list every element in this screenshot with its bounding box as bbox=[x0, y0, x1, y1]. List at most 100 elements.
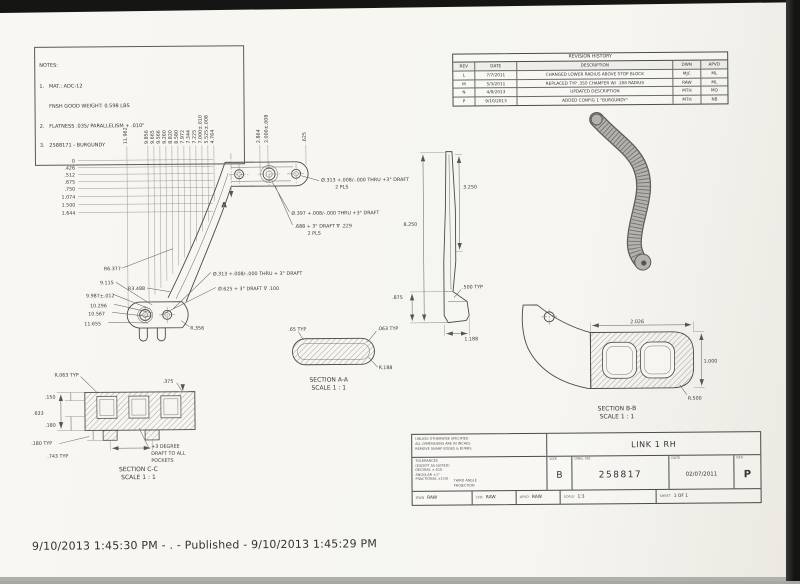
checked-label: CHK bbox=[476, 495, 483, 500]
rev-cell-rev: P bbox=[453, 98, 475, 106]
dim-label: .675 bbox=[64, 180, 75, 186]
note-line: 3. 2588171 - BURGUNDY bbox=[40, 142, 240, 150]
dim-label: 2.000±.008 bbox=[264, 115, 270, 143]
side-profile-inner-lines bbox=[443, 154, 467, 301]
scale-cell: SCALE 1:3 bbox=[561, 490, 657, 504]
revision-history-grid: REV DATE DESCRIPTION DWN APVD L 7/7/2011… bbox=[453, 60, 727, 105]
ordinate-extension-lines-top bbox=[127, 145, 307, 310]
side-profile-outline bbox=[443, 151, 469, 322]
dim-label: R.188 bbox=[379, 365, 393, 371]
rev-value: P bbox=[734, 460, 760, 488]
dim-label: 1.644 bbox=[62, 211, 76, 217]
part-diagonal-outline bbox=[167, 162, 232, 301]
callout-label: Ø.313 +.008/-.000 THRU +3° DRAFT bbox=[321, 176, 409, 184]
dwg-no-value: 258817 bbox=[572, 461, 668, 490]
size-value: B bbox=[547, 462, 571, 490]
section-c-tab-left bbox=[103, 430, 117, 440]
rev-cell-dwn: MTH bbox=[673, 87, 701, 96]
part-foot-hooks bbox=[139, 328, 165, 341]
checked-cell: CHK RAW bbox=[473, 491, 517, 504]
dim-label: 1.188 bbox=[464, 336, 478, 342]
callout-label: 11.655 bbox=[84, 321, 101, 327]
checked-value: RAW bbox=[486, 495, 496, 500]
sheet-value: 1 OF 1 bbox=[674, 494, 688, 499]
dim-label: .180 TYP bbox=[31, 441, 52, 447]
rev-cell-date: 5/3/2011 bbox=[475, 80, 517, 89]
rev-col-header: DWN bbox=[673, 61, 701, 70]
notes-box: NOTES: 1. MAT.: ADC-12 FNSH GOOD WEIGHT:… bbox=[34, 45, 245, 166]
dim-label: 1.074 bbox=[62, 195, 76, 201]
dim-label: .150 bbox=[45, 395, 56, 401]
callout-label: R.356 bbox=[190, 326, 204, 332]
dim-line-8250 bbox=[423, 155, 424, 321]
print-footer: 9/10/2013 1:45:30 PM - . - Published - 9… bbox=[32, 537, 377, 553]
dim-label: 1.500 bbox=[62, 203, 76, 209]
rev-cell-apvd: MO bbox=[701, 87, 727, 96]
draft-note-line: POCKETS bbox=[151, 458, 173, 464]
title-block: UNLESS OTHERWISE SPECIFIED ALL DIMENSION… bbox=[411, 431, 762, 506]
dim-label: .625 bbox=[302, 132, 308, 143]
ordinate-extension-lines-left bbox=[78, 159, 213, 212]
drawing-title: LINK 1 RH bbox=[547, 432, 760, 456]
dim-label: .180 bbox=[45, 423, 56, 429]
revision-history-table: REVISION HISTORY REV DATE DESCRIPTION DW… bbox=[452, 51, 728, 106]
rev-cell-dwn: MJC bbox=[673, 69, 701, 78]
section-c-view: R.063 TYP .375 .150 .633 .180 .180 TYP .… bbox=[31, 372, 196, 482]
scan-edge-bottom bbox=[0, 577, 800, 581]
section-b-slot-left bbox=[602, 342, 636, 378]
sheet-label: SHEET bbox=[660, 494, 671, 499]
rev-cell-date: 9/10/2013 bbox=[475, 97, 517, 105]
rev-cell: REV P bbox=[734, 455, 760, 488]
dim-label: .875 bbox=[392, 295, 403, 301]
section-title: SECTION B-B bbox=[598, 405, 637, 412]
size-cell: SIZE B bbox=[547, 457, 572, 490]
title-block-row-1: UNLESS OTHERWISE SPECIFIED ALL DIMENSION… bbox=[412, 432, 760, 458]
pictorial-view bbox=[591, 114, 651, 271]
rev-cell-apvd: NB bbox=[701, 96, 727, 104]
callout-label: 10.567 bbox=[88, 311, 105, 317]
section-c-tab-right bbox=[145, 430, 159, 440]
section-title: SECTION A-A bbox=[309, 376, 348, 383]
section-cut-letter: A bbox=[221, 201, 227, 209]
rev-col-header: DATE bbox=[475, 62, 517, 71]
rev-cell-description: ADDED CONFIG 1 "BURGUNDY" bbox=[517, 96, 673, 105]
section-scale: SCALE 1 : 1 bbox=[311, 384, 346, 391]
section-b-hole-centerlines bbox=[541, 309, 557, 325]
callout-label: Ø.313 +.008/-.000 THRU + 3° DRAFT bbox=[213, 270, 302, 278]
dim-label: R.063 TYP bbox=[55, 373, 79, 379]
title-block-row-3: DWN RAW CHK RAW APVD RAW SCALE 1:3 SHEET… bbox=[413, 489, 761, 505]
scale-label: SCALE bbox=[564, 495, 575, 500]
callout-label: 10.296 bbox=[90, 303, 107, 309]
callout-label: 2 PLS bbox=[308, 231, 321, 237]
note-line: 1. MAT.: ADC-12 bbox=[39, 82, 239, 90]
spec-notes: UNLESS OTHERWISE SPECIFIED ALL DIMENSION… bbox=[412, 434, 547, 457]
pictorial-tip bbox=[591, 114, 602, 125]
approved-cell: APVD RAW bbox=[517, 491, 561, 504]
rev-col-header: APVD bbox=[701, 60, 727, 69]
dim-label: .750 bbox=[64, 187, 75, 193]
note-line: 2. FLATNESS .035/ PARALLELISM + .010" bbox=[40, 122, 240, 130]
sheet-cell: SHEET 1 OF 1 bbox=[657, 489, 761, 503]
section-b-slot-right bbox=[640, 342, 674, 378]
date-cell: DATE 02/07/2011 bbox=[669, 455, 734, 489]
drawn-cell: DWN RAW bbox=[413, 491, 473, 504]
projection-note: THIRD ANGLE PROJECTION bbox=[454, 479, 488, 490]
dim-label: .375 bbox=[163, 379, 174, 385]
dim-label: .063 TYP bbox=[377, 326, 398, 332]
rev-cell-dwn: MTH bbox=[673, 96, 701, 104]
callout-label: Ø.397 +.008/-.000 THRU +3° DRAFT bbox=[291, 209, 379, 217]
callout-label: 9.115 bbox=[100, 280, 114, 286]
dim-label: 1.000 bbox=[704, 359, 718, 365]
section-scale: SCALE 1 : 1 bbox=[600, 413, 635, 420]
dim-label: 2.026 bbox=[630, 319, 644, 325]
callout-label: R6.377 bbox=[104, 266, 121, 272]
note-line: FNSH GOOD WEIGHT: 0.598 LBS bbox=[40, 102, 240, 110]
dim-label: .426 bbox=[64, 166, 75, 172]
callout-leader-lines bbox=[107, 176, 320, 328]
section-a-view: .65 TYP .063 TYP R.188 SECTION A-A SCALE… bbox=[288, 326, 399, 392]
section-b-view: 2.026 1.000 R.500 SECTION B-B SCALE 1 : … bbox=[522, 304, 718, 422]
dim-label: 3.250 bbox=[463, 184, 477, 190]
approved-value: RAW bbox=[532, 495, 542, 500]
dim-label: 2.864 bbox=[256, 129, 262, 143]
